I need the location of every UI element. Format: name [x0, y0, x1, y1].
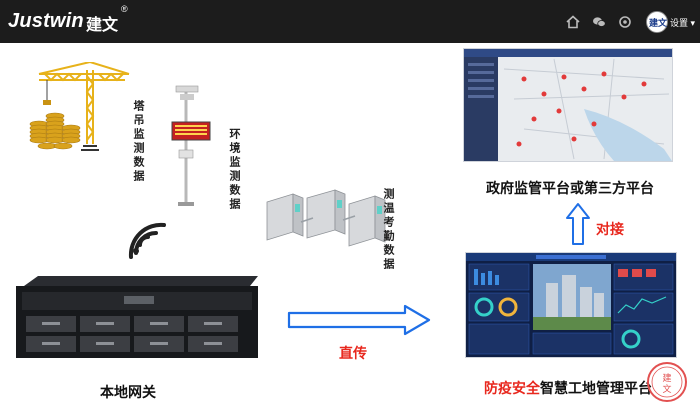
- local-gateway-label: 本地网关: [100, 385, 156, 401]
- logo-text: 建文: [649, 18, 668, 28]
- svg-text:文: 文: [662, 383, 671, 395]
- smart-site-management-label: 智慧工地管理平台: [540, 381, 652, 397]
- svg-text:建: 建: [662, 372, 671, 384]
- direct-transmission-arrow: [287, 304, 431, 336]
- tower-crane-label: 塔吊监测数据: [132, 100, 145, 184]
- company-logo-icon[interactable]: 建文: [646, 11, 668, 33]
- turnstile-gate-icon: [266, 189, 386, 247]
- top-bar: Justwin 建文 ® 建文 设置 ▾: [0, 0, 700, 43]
- direct-transmission-label: 直传: [339, 346, 367, 362]
- local-gateway-server-icon: [16, 276, 258, 358]
- dashboard-preview: [466, 253, 676, 355]
- smart-site-platform-label: 防疫安全智慧工地管理平台: [484, 378, 652, 398]
- settings-menu[interactable]: 设置 ▾: [670, 18, 696, 28]
- environment-monitor-label: 环境监测数据: [228, 128, 241, 212]
- registered-mark: ®: [121, 4, 128, 14]
- government-platform-label: 政府监管平台或第三方平台: [486, 181, 654, 197]
- company-seal-stamp: 建 文: [647, 362, 687, 402]
- wireless-signal-icon: [128, 222, 166, 259]
- temperature-attendance-label: 测温考勤数据: [382, 188, 395, 272]
- brand-name: Justwin: [8, 10, 84, 32]
- wechat-icon[interactable]: [592, 15, 606, 29]
- government-platform-screen: [463, 48, 673, 162]
- support-icon[interactable]: [618, 15, 632, 29]
- home-icon[interactable]: [566, 15, 580, 29]
- brand-chinese: 建文: [86, 15, 119, 34]
- docking-arrow: [566, 203, 590, 245]
- docking-label: 对接: [596, 222, 624, 238]
- environment-monitor-icon: [171, 85, 211, 206]
- tower-crane-icon: [29, 62, 130, 151]
- epidemic-safety-label: 防疫安全: [484, 381, 540, 397]
- smart-site-platform-screen: [465, 252, 677, 358]
- map-preview: [464, 49, 672, 161]
